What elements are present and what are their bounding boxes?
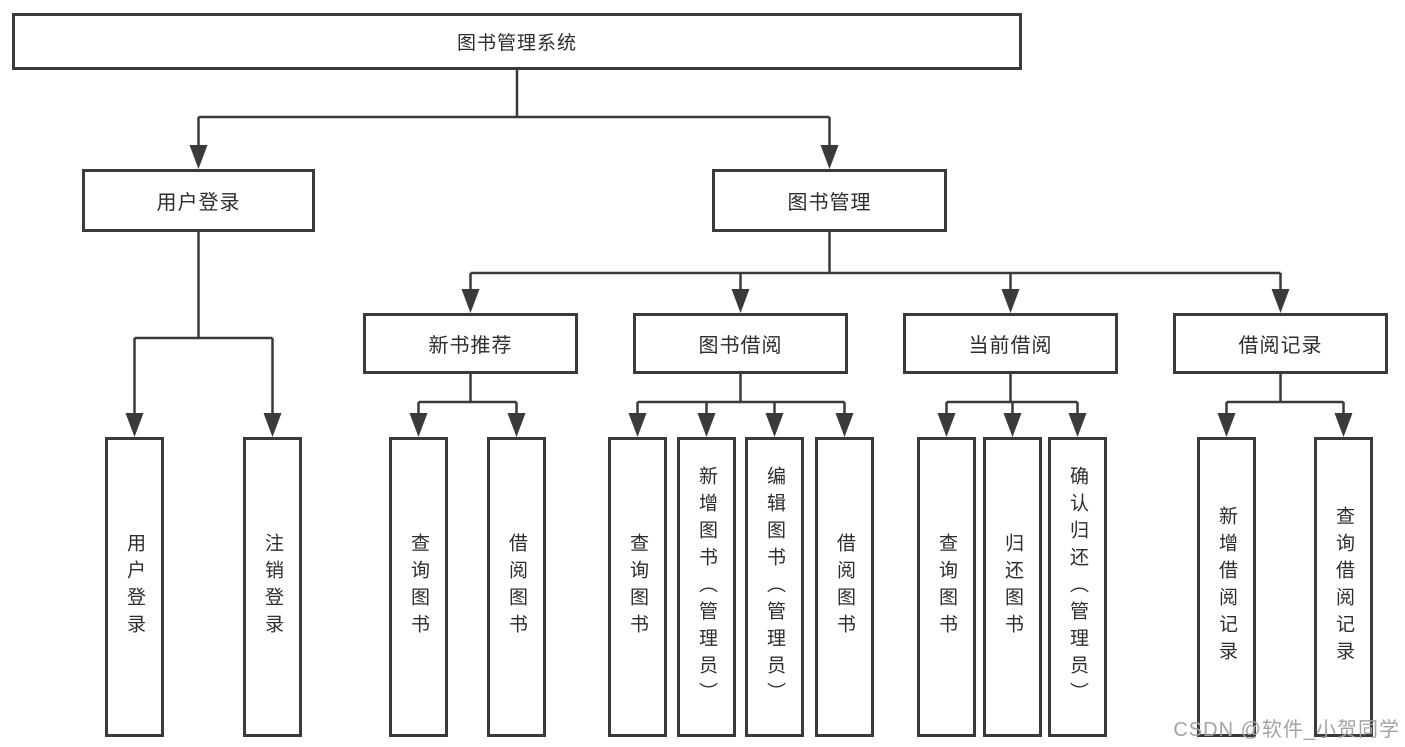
node-leaf-edit-book-admin: 编辑图书（管理员） xyxy=(745,437,804,737)
arrow-to-user-login xyxy=(189,145,208,169)
edge-borrow-record-children xyxy=(1225,374,1345,415)
node-leaf-add-borrow-record: 新增借阅记录 xyxy=(1197,437,1256,737)
node-leaf-user-login: 用户登录 xyxy=(105,437,164,737)
node-leaf-logout: 注销登录 xyxy=(243,437,302,737)
edge-new-book-children xyxy=(417,374,518,415)
node-leaf-query-borrow-record: 查询借阅记录 xyxy=(1314,437,1373,737)
node-leaf-add-book-admin: 新增图书（管理员） xyxy=(677,437,736,737)
edge-root-to-level2 xyxy=(197,70,831,147)
node-library-management-system: 图书管理系统 xyxy=(12,13,1022,70)
edge-current-borrow-children xyxy=(945,374,1079,415)
node-leaf-borrow-books-2: 借阅图书 xyxy=(815,437,874,737)
edge-user-login-children xyxy=(133,232,274,415)
node-book-management: 图书管理 xyxy=(712,169,947,232)
node-current-borrow: 当前借阅 xyxy=(903,313,1118,374)
edge-book-management-children xyxy=(469,232,1282,291)
node-leaf-confirm-return-admin: 确认归还（管理员） xyxy=(1048,437,1107,737)
csdn-watermark: CSDN @软件_小贺同学 xyxy=(1173,719,1400,741)
node-borrow-records: 借阅记录 xyxy=(1173,313,1388,374)
node-book-borrow: 图书借阅 xyxy=(633,313,848,374)
node-leaf-query-books-3: 查询图书 xyxy=(917,437,976,737)
node-leaf-query-books-1: 查询图书 xyxy=(389,437,448,737)
node-leaf-return-book: 归还图书 xyxy=(983,437,1042,737)
node-user-login: 用户登录 xyxy=(82,169,315,232)
edge-book-borrow-children xyxy=(636,374,846,415)
arrow-to-book-management xyxy=(820,145,839,169)
node-leaf-borrow-books-1: 借阅图书 xyxy=(487,437,546,737)
node-new-book-recommend: 新书推荐 xyxy=(363,313,578,374)
node-leaf-query-books-2: 查询图书 xyxy=(608,437,667,737)
